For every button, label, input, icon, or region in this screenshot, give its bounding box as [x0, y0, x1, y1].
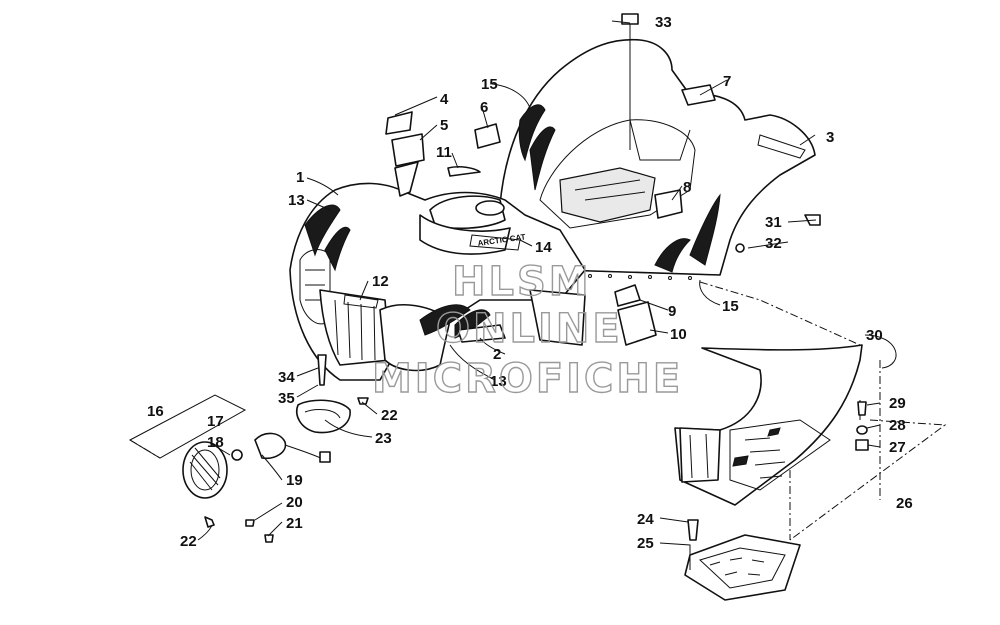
callout-28: 28: [889, 417, 906, 434]
callout-5: 5: [440, 117, 448, 134]
callout-29: 29: [889, 395, 906, 412]
decals: [385, 111, 657, 346]
callout-15-top: 15: [481, 76, 498, 93]
callout-27: 27: [889, 439, 906, 456]
callout-35: 35: [278, 390, 295, 407]
callout-33: 33: [655, 14, 672, 31]
callout-22-left: 22: [180, 533, 197, 550]
headlight-assembly: [128, 394, 369, 499]
hardware: [204, 13, 821, 543]
callout-13-bottom: 13: [490, 373, 507, 390]
callout-24: 24: [637, 511, 654, 528]
callout-32: 32: [765, 235, 782, 252]
callout-1: 1: [296, 169, 304, 186]
callout-18: 18: [207, 434, 224, 451]
callout-30: 30: [866, 327, 883, 344]
watermark-line-3: MICROFICHE: [372, 356, 683, 402]
front-fender: ARCTIC CAT: [289, 182, 586, 381]
callout-26: 26: [896, 495, 913, 512]
callout-22-right: 22: [381, 407, 398, 424]
footwell: [674, 344, 863, 506]
callout-17: 17: [207, 413, 224, 430]
callout-14: 14: [535, 239, 552, 256]
callout-7: 7: [723, 73, 731, 90]
callout-20: 20: [286, 494, 303, 511]
callout-labels: 1 2 3 4 5 6 7 8 9 10 11 12 13 13 14 15 1…: [147, 14, 913, 552]
callout-23: 23: [375, 430, 392, 447]
reference-lines: [129, 281, 947, 541]
callout-3: 3: [826, 129, 834, 146]
callout-10: 10: [670, 326, 687, 343]
callout-16: 16: [147, 403, 164, 420]
callout-25: 25: [637, 535, 654, 552]
watermark-line-1: HLSM: [452, 259, 592, 305]
callout-2: 2: [493, 346, 501, 363]
callout-13-top: 13: [288, 192, 305, 209]
callout-8: 8: [683, 179, 691, 196]
callout-6: 6: [480, 99, 488, 116]
watermark-line-2: ONLINE: [436, 306, 623, 352]
callout-12: 12: [372, 273, 389, 290]
leader-lines: [197, 20, 897, 570]
callout-19: 19: [286, 472, 303, 489]
hardware-27-29: [855, 401, 869, 451]
callout-31: 31: [765, 214, 782, 231]
callout-11: 11: [436, 144, 452, 161]
callout-15-bottom: 15: [722, 298, 739, 315]
callout-21: 21: [286, 515, 303, 532]
watermark: HLSM ONLINE MICROFICHE: [371, 258, 683, 402]
rear-fender: [499, 38, 816, 280]
callout-34: 34: [278, 369, 295, 386]
footrest-plate: [684, 519, 801, 601]
callout-4: 4: [440, 91, 449, 108]
callout-9: 9: [668, 303, 676, 320]
